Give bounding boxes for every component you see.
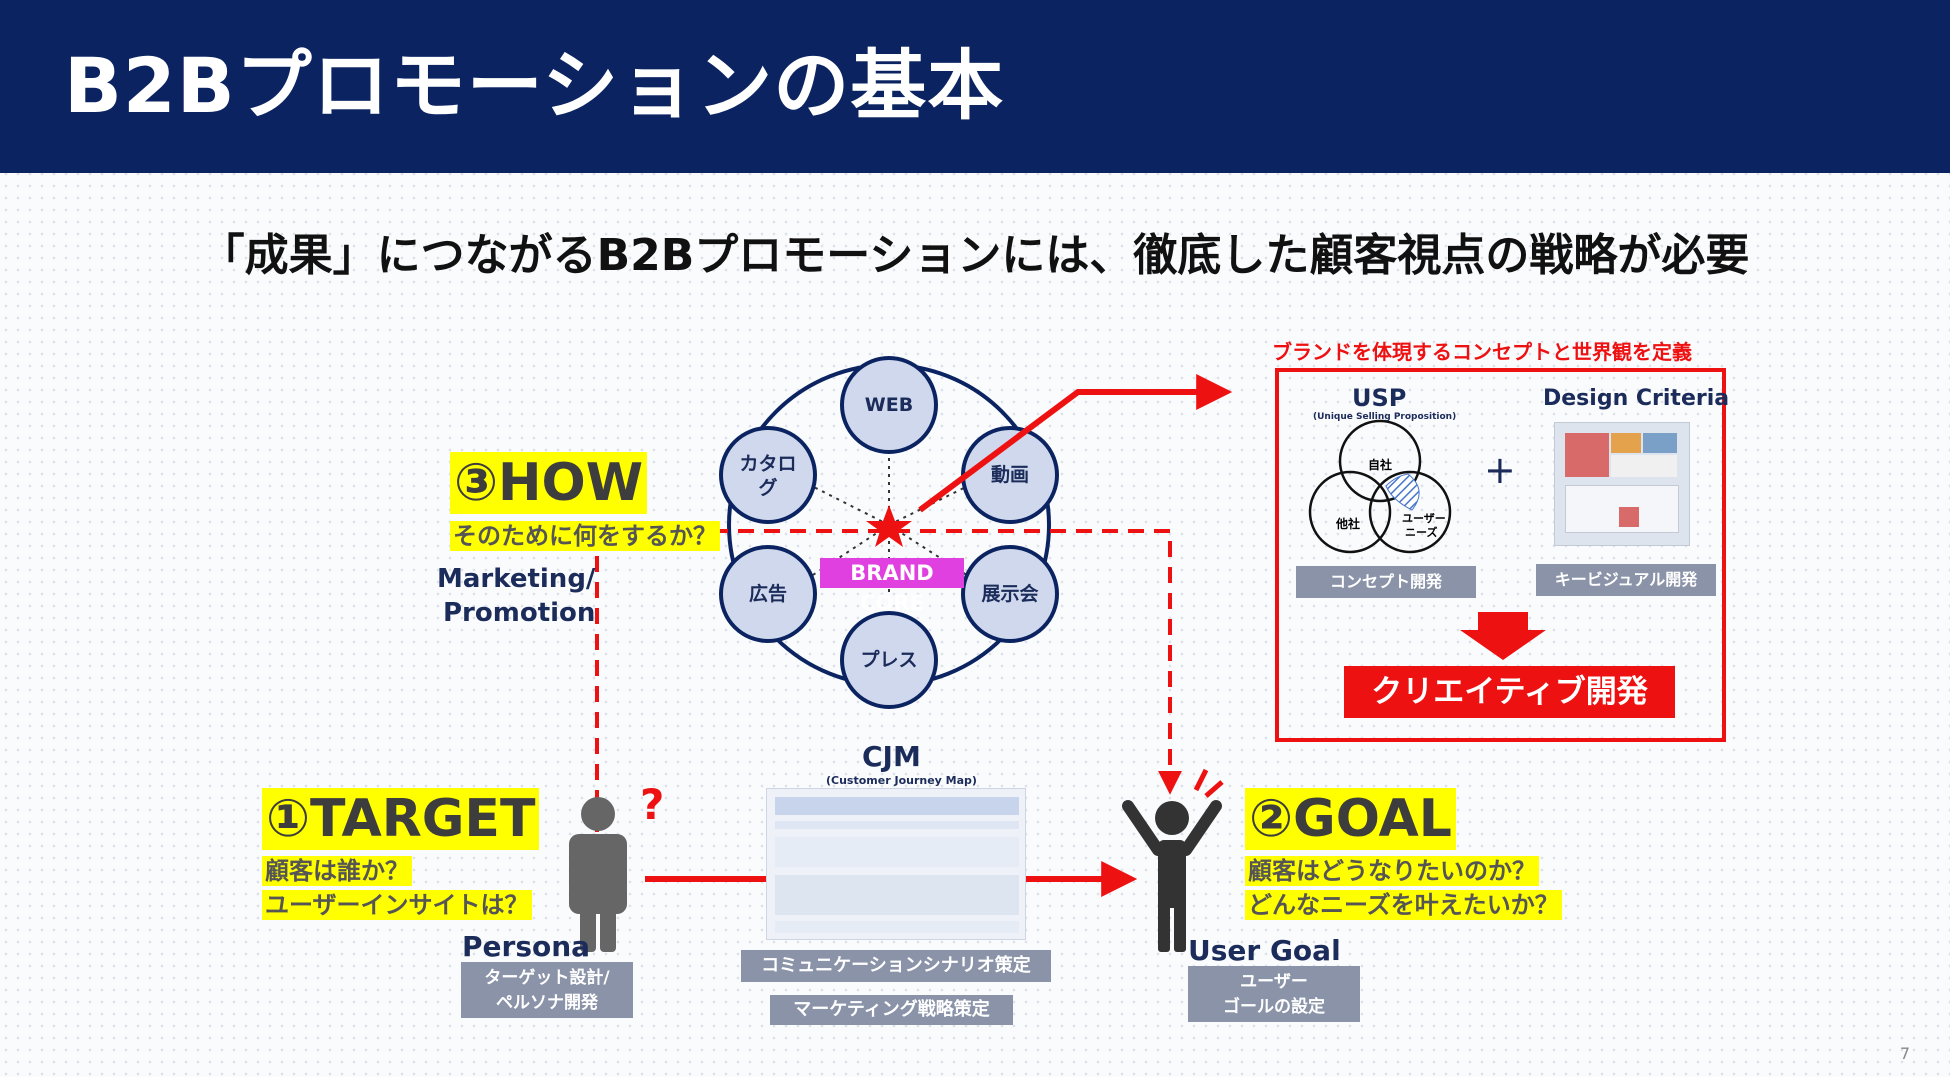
persona-box: ターゲット設計/ ペルソナ開発 <box>461 962 633 1018</box>
cjm-scenario-box: コミュニケーションシナリオ策定 <box>741 950 1051 982</box>
target-line-2: ユーザーインサイトは？ <box>262 890 532 920</box>
user-goal-figure-icon <box>1122 768 1224 952</box>
how-question: そのために何をするか？ <box>450 521 720 551</box>
channel-circles <box>719 356 1059 709</box>
usp-title: USP <box>1352 384 1407 412</box>
creative-down-arrow-icon <box>1460 612 1546 660</box>
channel-exhibition-label: 展示会 <box>981 583 1039 605</box>
how-title: ③HOW <box>450 452 648 514</box>
target-title: ①TARGET <box>262 788 540 850</box>
channel-catalog-label: カタログ <box>739 453 797 499</box>
how-side-label-2: Promotion <box>443 598 596 628</box>
channel-web-label: WEB <box>864 394 914 416</box>
how-side-label-1: Marketing/ <box>437 564 596 594</box>
user-goal-label: User Goal <box>1188 934 1341 967</box>
persona-box-line-2: ペルソナ開発 <box>496 993 598 1013</box>
channel-press-label: プレス <box>860 649 918 671</box>
goal-line-2: どんなニーズを叶えたいか？ <box>1245 890 1562 920</box>
concept-dev-box: コンセプト開発 <box>1296 566 1476 598</box>
visual-dev-box: キービジュアル開発 <box>1536 564 1716 596</box>
cjm-strategy-box: マーケティング戦略策定 <box>770 995 1013 1025</box>
target-line-1: 顧客は誰か？ <box>262 856 412 886</box>
goal-title: ②GOAL <box>1245 788 1456 850</box>
brand-core-label: BRAND CORE <box>820 558 964 615</box>
creative-dev-box: クリエイティブ開発 <box>1344 666 1675 718</box>
target-question-mark: ? <box>640 780 665 829</box>
channel-ad-label: 広告 <box>748 583 787 605</box>
how-dashed-arrow <box>595 529 1182 832</box>
page-title: B2Bプロモーションの基本 <box>64 41 1005 130</box>
usp-venn-diagram <box>1308 419 1452 554</box>
channel-video-label: 動画 <box>990 464 1029 486</box>
usp-subtitle: (Unique Selling Proposition) <box>1313 412 1457 422</box>
venn-overlap-highlight <box>1385 473 1420 511</box>
brand-core-star-icon <box>866 505 912 547</box>
concept-arrow <box>918 374 1233 513</box>
cjm-subtitle: (Customer Journey Map) <box>826 774 977 787</box>
venn-other-label: 他社 <box>1336 517 1361 531</box>
goal-line-1: 顧客はどうなりたいのか？ <box>1245 856 1539 886</box>
persona-label: Persona <box>462 930 591 963</box>
user-goal-box-line-2: ゴールの設定 <box>1223 997 1325 1017</box>
plus-sign: + <box>1484 448 1516 492</box>
user-goal-box: ユーザー ゴールの設定 <box>1188 966 1360 1022</box>
header-bar: B2Bプロモーションの基本 <box>0 0 1950 173</box>
venn-needs-label-2: ニーズ <box>1405 526 1438 539</box>
concept-frame <box>1275 368 1726 742</box>
venn-needs-label-1: ユーザー <box>1402 512 1446 525</box>
persona-figure-icon <box>569 797 627 952</box>
user-goal-box-line-1: ユーザー <box>1240 972 1308 992</box>
page-number: 7 <box>1899 1044 1910 1063</box>
cjm-thumbnail-image <box>766 788 1026 940</box>
concept-caption: ブランドを体現するコンセプトと世界観を定義 <box>1272 340 1692 364</box>
design-criteria-image <box>1554 422 1690 546</box>
venn-self-label: 自社 <box>1368 458 1393 472</box>
persona-box-line-1: ターゲット設計/ <box>484 968 610 988</box>
subtitle: 「成果」につながるB2Bプロモーションには、徹底した顧客視点の戦略が必要 <box>200 230 1750 281</box>
design-criteria-title: Design Criteria <box>1543 386 1730 411</box>
cjm-title: CJM <box>862 740 921 773</box>
